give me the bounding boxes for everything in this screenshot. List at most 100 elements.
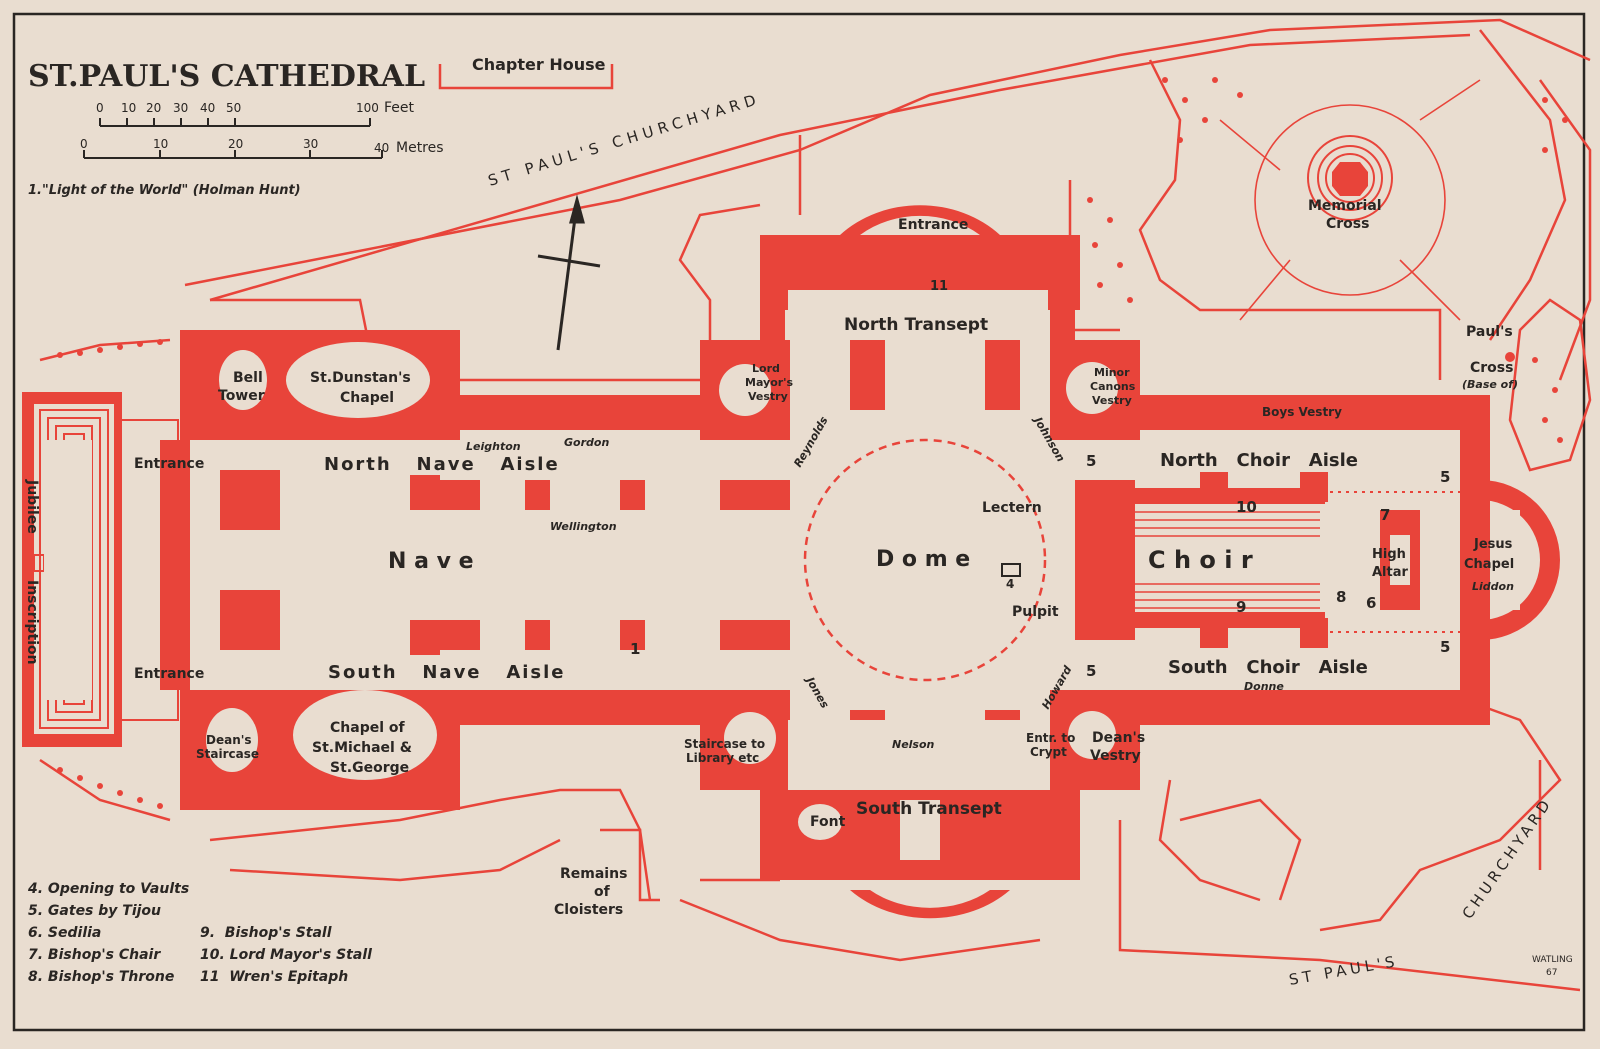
map-title: ST.PAUL'S CATHEDRAL: [28, 59, 425, 94]
memorial-jones: Jones: [802, 673, 831, 711]
label-staircase-library-2: Library etc: [686, 751, 759, 765]
label-staircase-library-1: Staircase to: [684, 737, 765, 751]
svg-text:0: 0: [80, 137, 88, 151]
label-minor-canons-3: Vestry: [1092, 394, 1132, 407]
plan-openings: [44, 290, 1520, 860]
marker-11: 11: [930, 279, 948, 294]
marker-6: 6: [1366, 594, 1376, 612]
street-south-b: CHURCHYARD: [1459, 794, 1557, 923]
memorial-leighton: Leighton: [466, 440, 521, 453]
scale-feet: 0 10 20 30 40 50 100 Feet: [96, 100, 415, 116]
label-remains-cloisters-3: Cloisters: [554, 902, 623, 918]
label-pauls-cross-1: Paul's: [1466, 324, 1513, 340]
marker-10: 10: [1236, 498, 1257, 516]
svg-text:4. Opening to Vaults: 4. Opening to Vaults: [27, 881, 189, 897]
marker-4: 4: [1006, 577, 1014, 591]
label-deans-vestry-1: Dean's: [1092, 730, 1145, 746]
svg-text:20: 20: [146, 101, 161, 115]
svg-text:40: 40: [374, 141, 389, 155]
label-entrance-west-s: Entrance: [134, 666, 204, 682]
label-lord-mayor-2: Mayor's: [745, 376, 794, 389]
label-high-altar-2: Altar: [1372, 565, 1409, 580]
label-deans-staircase-1: Dean's: [206, 733, 252, 747]
label-pauls-cross-2: Cross: [1470, 360, 1513, 376]
pauls-cross-dot: [1505, 352, 1515, 362]
marker-5d: 5: [1440, 638, 1450, 656]
label-memorial-cross-1: Memorial: [1308, 198, 1382, 214]
label-boys-vestry: Boys Vestry: [1262, 405, 1342, 419]
memorial-donne: Donne: [1244, 680, 1284, 693]
label-memorial-cross-2: Cross: [1326, 216, 1369, 232]
svg-text:40: 40: [200, 101, 215, 115]
marker-8: 8: [1336, 588, 1346, 606]
svg-text:7. Bishop's Chair: 7. Bishop's Chair: [28, 947, 161, 963]
svg-text:30: 30: [173, 101, 188, 115]
scale-metres: 0 10 20 30 40 Metres: [80, 137, 444, 156]
legend-right: 9. Bishop's Stall 10. Lord Mayor's Stall…: [200, 925, 372, 985]
north-arrow-icon: [537, 194, 601, 351]
svg-text:5. Gates by Tijou: 5. Gates by Tijou: [28, 903, 161, 919]
label-north-nave-aisle: North Nave Aisle: [324, 454, 560, 475]
memorial-liddon: Liddon: [1472, 580, 1514, 593]
chapter-house-label: Chapter House: [472, 55, 606, 74]
signature-name: WATLING: [1532, 955, 1573, 965]
label-north-transept: North Transept: [844, 315, 988, 335]
map-frame: [12, 12, 1586, 1032]
label-high-altar-1: High: [1372, 547, 1406, 562]
label-st-michael-1: Chapel of: [330, 720, 405, 736]
label-st-dunstan-1: St.Dunstan's: [310, 370, 411, 386]
marker-1: 1: [630, 640, 640, 658]
label-south-nave-aisle: South Nave Aisle: [328, 662, 566, 683]
marker-7: 7: [1380, 506, 1390, 524]
svg-text:0: 0: [96, 101, 104, 115]
signature-year: 67: [1546, 968, 1557, 978]
label-north-choir-aisle: North Choir Aisle: [1160, 450, 1358, 471]
svg-text:8. Bishop's Throne: 8. Bishop's Throne: [28, 969, 174, 985]
label-st-michael-3: St.George: [330, 760, 409, 776]
svg-text:11 Wren's Epitaph: 11 Wren's Epitaph: [200, 969, 348, 985]
label-lord-mayor-3: Vestry: [748, 390, 788, 403]
marker-5b: 5: [1086, 662, 1096, 680]
label-st-michael-2: St.Michael &: [312, 740, 412, 756]
label-font: Font: [810, 814, 846, 830]
label-entrance-north: Entrance: [898, 217, 968, 233]
label-entrance-west-n: Entrance: [134, 456, 204, 472]
choir-stalls-hatching: [1090, 511, 1320, 609]
memorial-wellington: Wellington: [550, 520, 617, 533]
label-lord-mayor-1: Lord: [752, 362, 780, 375]
svg-text:10: 10: [121, 101, 136, 115]
marker-9: 9: [1236, 598, 1246, 616]
svg-text:10: 10: [153, 137, 168, 151]
svg-text:Feet: Feet: [384, 100, 415, 116]
svg-text:30: 30: [303, 137, 318, 151]
label-lectern: Lectern: [982, 500, 1042, 516]
label-bell-tower-1: Bell: [233, 370, 263, 386]
street-north: ST PAUL'S CHURCHYARD: [486, 90, 763, 190]
label-bell-tower-2: Tower: [218, 388, 265, 404]
svg-text:9. Bishop's Stall: 9. Bishop's Stall: [200, 925, 332, 941]
scale-bars: [83, 118, 383, 159]
memorial-reynolds: Reynolds: [791, 414, 831, 470]
svg-text:20: 20: [228, 137, 243, 151]
room-labels: Bell Tower St.Dunstan's Chapel Lord Mayo…: [134, 198, 1518, 918]
label-choir: C h o i r: [1148, 546, 1253, 574]
label-south-transept: South Transept: [856, 799, 1002, 819]
svg-text:Metres: Metres: [396, 140, 444, 156]
svg-text:50: 50: [226, 101, 241, 115]
label-south-choir-aisle: South Choir Aisle: [1168, 657, 1368, 678]
label-minor-canons-1: Minor: [1094, 366, 1130, 379]
jubilee-label: Jubilee: [24, 479, 40, 534]
label-st-dunstan-2: Chapel: [340, 390, 394, 406]
label-pulpit: Pulpit: [1012, 604, 1059, 620]
svg-text:6. Sedilia: 6. Sedilia: [28, 925, 101, 941]
label-remains-cloisters-2: of: [594, 884, 611, 900]
choir-rail: [1330, 491, 1460, 633]
inscription-label: Inscription: [24, 580, 40, 665]
legend-left: 4. Opening to Vaults 5. Gates by Tijou 6…: [27, 881, 189, 985]
label-nave: N a v e: [388, 549, 474, 574]
vault-opening: [1001, 563, 1021, 577]
label-pauls-cross-3: (Base of): [1462, 378, 1518, 391]
label-minor-canons-2: Canons: [1090, 380, 1136, 393]
label-deans-vestry-2: Vestry: [1090, 748, 1141, 764]
label-remains-cloisters-1: Remains: [560, 866, 627, 882]
